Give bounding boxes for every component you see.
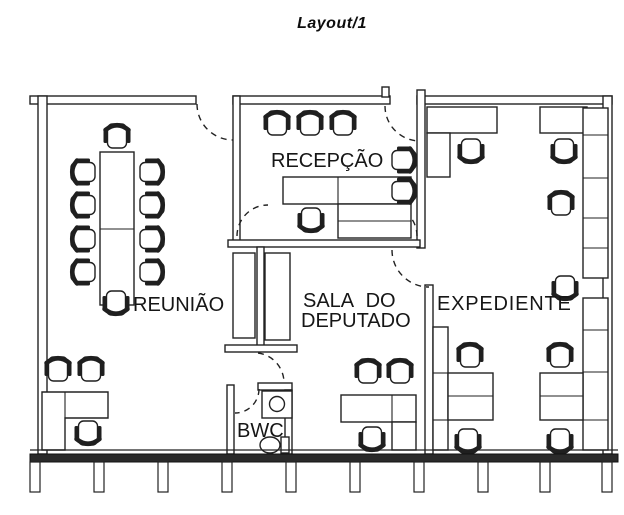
wall-reception-left bbox=[232, 95, 241, 245]
chair-icon bbox=[547, 343, 574, 367]
chair-icon bbox=[330, 111, 357, 135]
sala-cabinet-left bbox=[232, 252, 256, 339]
chair-icon bbox=[71, 192, 95, 219]
expediente-right-band-upper bbox=[582, 107, 609, 279]
facade-column bbox=[157, 461, 169, 493]
sala-desk-return bbox=[391, 421, 417, 451]
facade-column bbox=[93, 461, 105, 493]
door-arc-expediente bbox=[391, 249, 430, 288]
chair-icon bbox=[297, 111, 324, 135]
label-sala-line1: SALA DO bbox=[303, 290, 396, 312]
wall-jamb-top bbox=[381, 86, 390, 98]
chair-icon bbox=[71, 259, 95, 286]
sink-basin-icon bbox=[268, 395, 286, 413]
facade-column bbox=[29, 461, 41, 493]
chair-icon bbox=[551, 139, 578, 163]
chair-icon bbox=[71, 226, 95, 253]
facade-column bbox=[221, 461, 233, 493]
chair-icon bbox=[458, 139, 485, 163]
wall-bwc-left bbox=[226, 384, 235, 455]
chair-icon bbox=[103, 291, 130, 315]
label-recepcao: RECEPÇÃO bbox=[271, 148, 383, 172]
wall-top-center bbox=[232, 95, 391, 105]
door-arc-reception-top bbox=[384, 105, 421, 142]
wall-reception-bottom bbox=[227, 239, 421, 248]
chair-icon bbox=[298, 208, 325, 232]
chair-icon bbox=[75, 421, 102, 445]
wall-top-right bbox=[416, 95, 613, 105]
furniture-desks bbox=[41, 106, 609, 451]
chair-icon bbox=[71, 159, 95, 186]
door-arc-hall bbox=[257, 352, 285, 384]
door-arc-reception-left bbox=[236, 204, 269, 237]
chair-icon bbox=[140, 259, 164, 286]
expediente-desk-topleft-leg bbox=[426, 132, 451, 178]
chair-icon bbox=[457, 343, 484, 367]
toilet-cistern-icon bbox=[280, 436, 290, 454]
walls bbox=[29, 86, 613, 455]
chair-icon bbox=[45, 357, 72, 381]
facade-column bbox=[349, 461, 361, 493]
chair-icon bbox=[104, 124, 131, 148]
expediente-left-band bbox=[432, 326, 449, 451]
door-arc-reuniao bbox=[196, 103, 234, 141]
facade-band bbox=[29, 453, 619, 463]
facade-column bbox=[285, 461, 297, 493]
drawing-title: Layout/1 bbox=[297, 15, 367, 32]
facade-column bbox=[413, 461, 425, 493]
expediente-right-band-lower bbox=[582, 297, 609, 451]
label-bwc: BWC bbox=[237, 420, 284, 442]
wall-sala-expediente bbox=[424, 284, 434, 455]
wall-reception-expediente bbox=[416, 89, 426, 249]
room-labels: REUNIÃO RECEPÇÃO SALA DO DEPUTADO EXPEDI… bbox=[133, 148, 572, 442]
chair-icon bbox=[140, 226, 164, 253]
sala-cabinet-right bbox=[264, 252, 291, 341]
expediente-desk-topright bbox=[539, 106, 588, 134]
chair-icon bbox=[355, 359, 382, 383]
facade-column bbox=[477, 461, 489, 493]
facade-column bbox=[539, 461, 551, 493]
toilet-icon bbox=[259, 436, 281, 454]
facade-column bbox=[601, 461, 613, 493]
chair-icon bbox=[392, 147, 416, 174]
chair-icon bbox=[78, 357, 105, 381]
label-sala-line2: DEPUTADO bbox=[301, 310, 411, 332]
label-reuniao: REUNIÃO bbox=[133, 292, 224, 316]
chair-icon bbox=[264, 111, 291, 135]
wall-bwc-top bbox=[257, 382, 293, 391]
bwc-fixtures bbox=[259, 390, 293, 454]
sala-desk bbox=[340, 394, 417, 423]
chair-icon bbox=[548, 191, 575, 215]
label-expediente: EXPEDIENTE bbox=[437, 293, 572, 315]
wall-sala-left bbox=[256, 246, 265, 351]
wall-hall-stub bbox=[224, 344, 298, 353]
wall-top-left bbox=[29, 95, 197, 105]
expediente-desk-topleft bbox=[426, 106, 498, 134]
chair-icon bbox=[392, 178, 416, 205]
chair-icon bbox=[140, 159, 164, 186]
chair-icon bbox=[140, 192, 164, 219]
chair-icon bbox=[359, 427, 386, 451]
bottom-facade bbox=[29, 449, 619, 493]
door-arc-bwc bbox=[234, 388, 260, 414]
chair-icon bbox=[387, 359, 414, 383]
